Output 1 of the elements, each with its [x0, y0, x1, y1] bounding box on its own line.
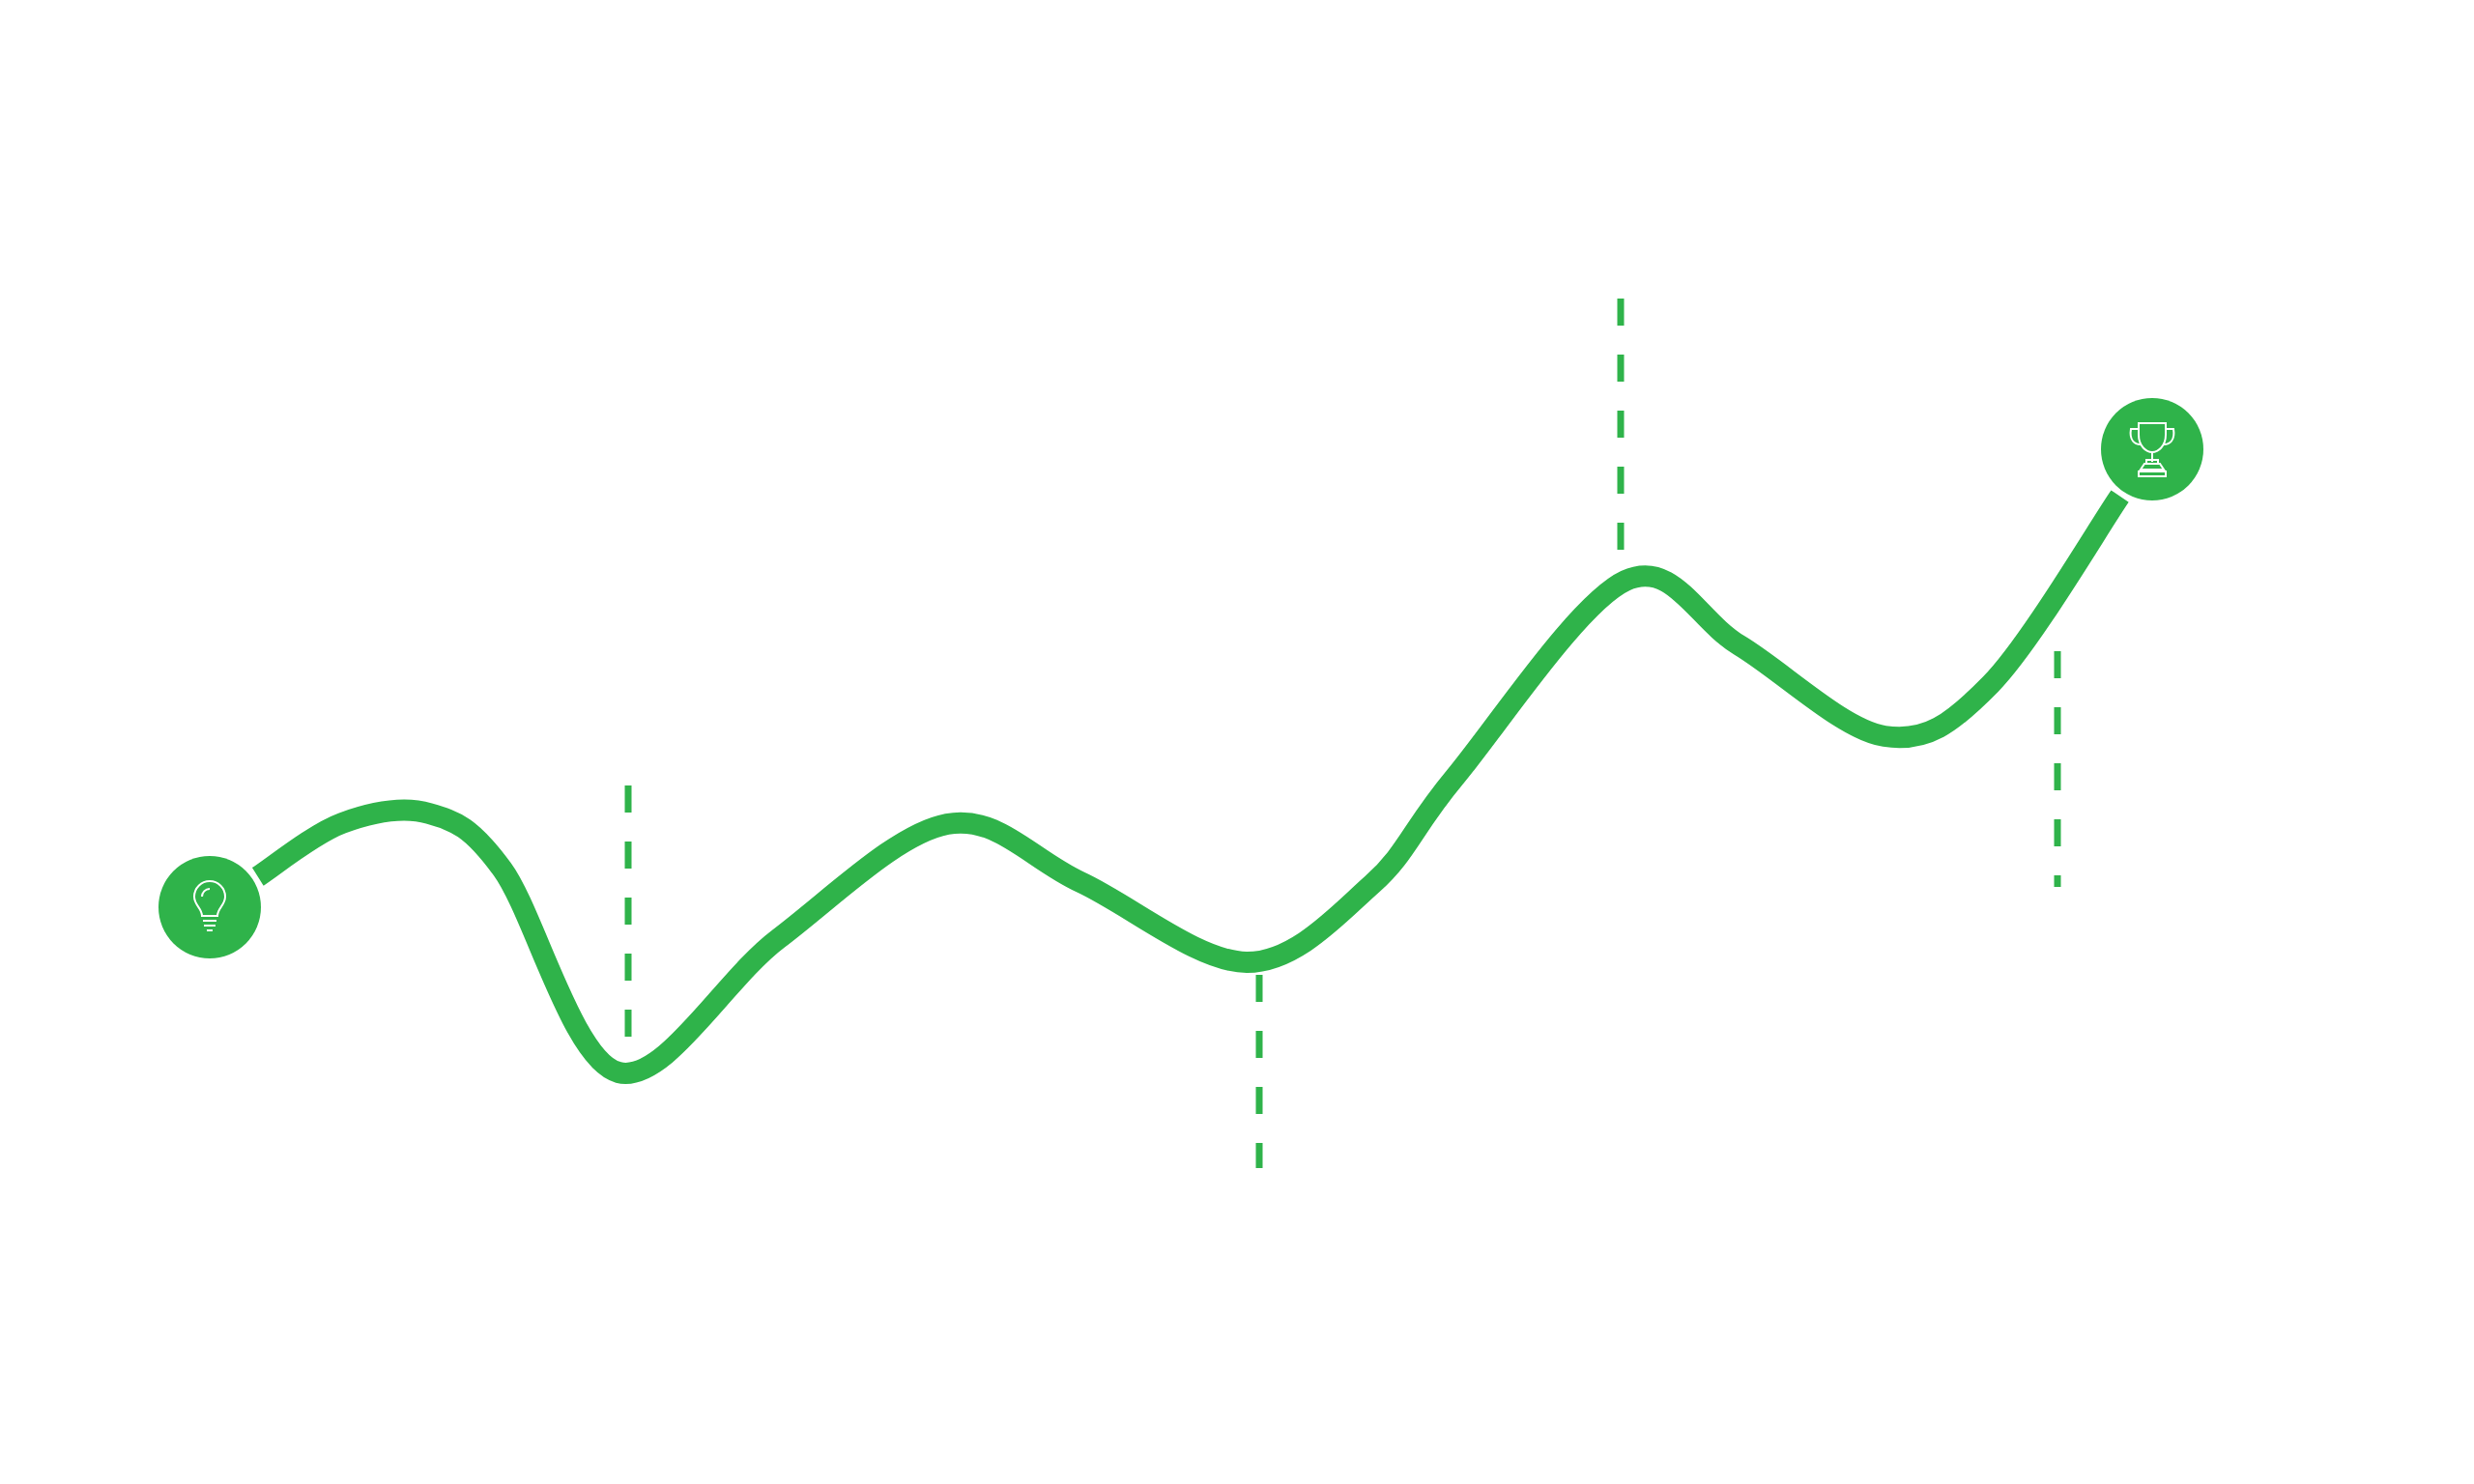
path-curve	[251, 490, 2129, 1083]
